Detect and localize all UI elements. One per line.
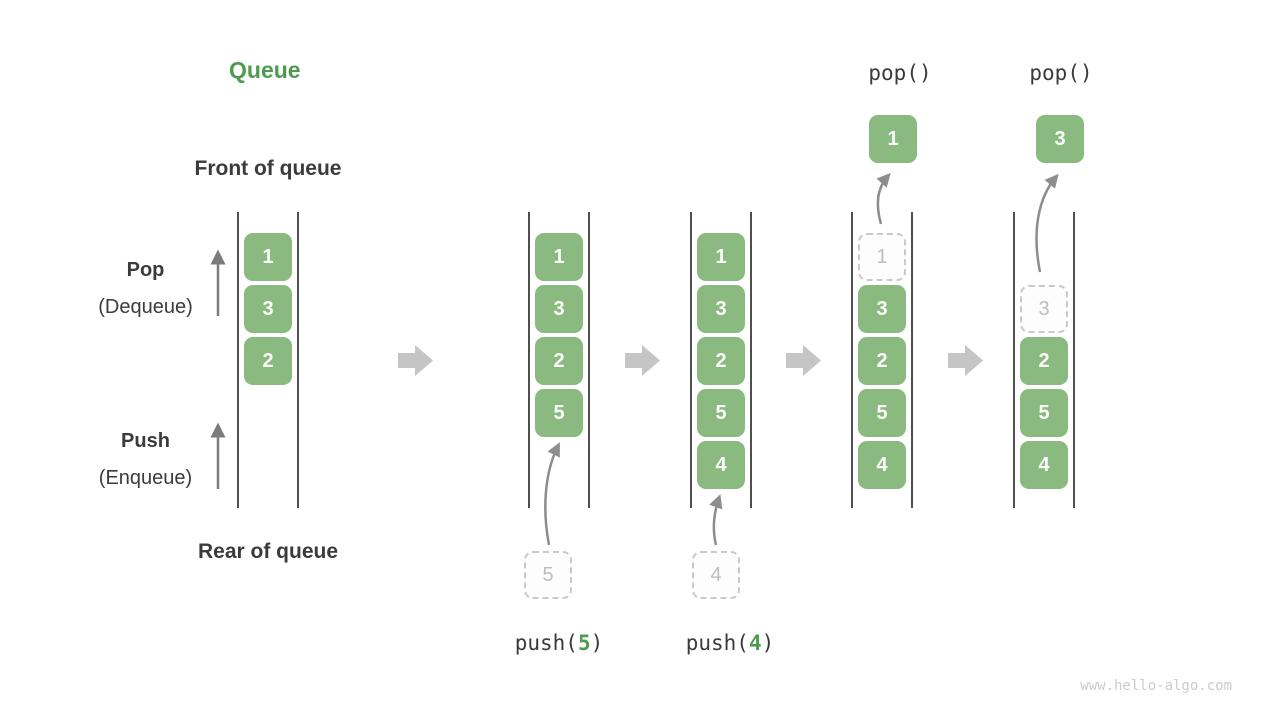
queue-item: 2	[1020, 337, 1068, 385]
incoming-item-ghost: 4	[692, 551, 740, 599]
queue-item: 2	[697, 337, 745, 385]
queue-wall	[588, 212, 590, 508]
pop-dequeue-label: Pop (Dequeue)	[88, 252, 203, 326]
queue-item: 3	[858, 285, 906, 333]
queue-wall	[1013, 212, 1015, 508]
state-transition-arrow-icon	[786, 345, 821, 376]
rear-of-queue-label: Rear of queue	[197, 540, 339, 563]
push4-value: 4	[748, 631, 762, 655]
state-transition-arrow-icon	[625, 345, 660, 376]
queue-wall	[1073, 212, 1075, 508]
queue-item: 1	[535, 233, 583, 281]
queue-item: 1	[697, 233, 745, 281]
queue-item: 2	[535, 337, 583, 385]
queue-item: 4	[858, 441, 906, 489]
queue-item: 4	[697, 441, 745, 489]
queue-wall	[237, 212, 239, 508]
push5-value: 5	[577, 631, 591, 655]
push-enqueue-label: Push (Enqueue)	[88, 423, 203, 497]
queue-item: 3	[535, 285, 583, 333]
queue-item: 1	[244, 233, 292, 281]
queue-wall	[851, 212, 853, 508]
popped-item: 3	[1036, 115, 1084, 163]
push4-suffix: )	[761, 631, 775, 655]
queue-wall	[911, 212, 913, 508]
queue-item: 5	[1020, 389, 1068, 437]
queue-item: 2	[244, 337, 292, 385]
diagram-title: Queue	[229, 57, 301, 83]
pop-operation-label: pop()	[868, 61, 932, 85]
queue-item: 5	[858, 389, 906, 437]
pop-operation-label: pop()	[1029, 61, 1093, 85]
queue-wall	[528, 212, 530, 508]
queue-item: 2	[858, 337, 906, 385]
queue-item: 5	[535, 389, 583, 437]
push5-prefix: push(	[514, 631, 578, 655]
push4-arrow-icon	[709, 494, 723, 546]
push5-operation-label: push(5)	[504, 631, 614, 655]
state-transition-arrow-icon	[398, 345, 433, 376]
removed-item-ghost: 1	[858, 233, 906, 281]
front-of-queue-label: Front of queue	[194, 157, 342, 180]
push5-arrow-icon	[544, 442, 560, 546]
queue-wall	[297, 212, 299, 508]
queue-item: 3	[697, 285, 745, 333]
popped-item: 1	[869, 115, 917, 163]
push-label: Push	[121, 430, 170, 452]
push4-prefix: push(	[685, 631, 749, 655]
dequeue-label: (Dequeue)	[98, 296, 193, 318]
push5-suffix: )	[590, 631, 604, 655]
watermark: www.hello-algo.com	[1080, 678, 1232, 694]
incoming-item-ghost: 5	[524, 551, 572, 599]
state-transition-arrow-icon	[948, 345, 983, 376]
push4-operation-label: push(4)	[675, 631, 785, 655]
queue-item: 3	[244, 285, 292, 333]
queue-item: 5	[697, 389, 745, 437]
pop-label: Pop	[126, 259, 165, 281]
enqueue-label: (Enqueue)	[98, 467, 193, 489]
queue-item: 4	[1020, 441, 1068, 489]
queue-wall	[690, 212, 692, 508]
pop1-arrow-icon	[876, 172, 891, 225]
removed-item-ghost: 3	[1020, 285, 1068, 333]
pop2-arrow-icon	[1035, 173, 1059, 273]
queue-wall	[750, 212, 752, 508]
